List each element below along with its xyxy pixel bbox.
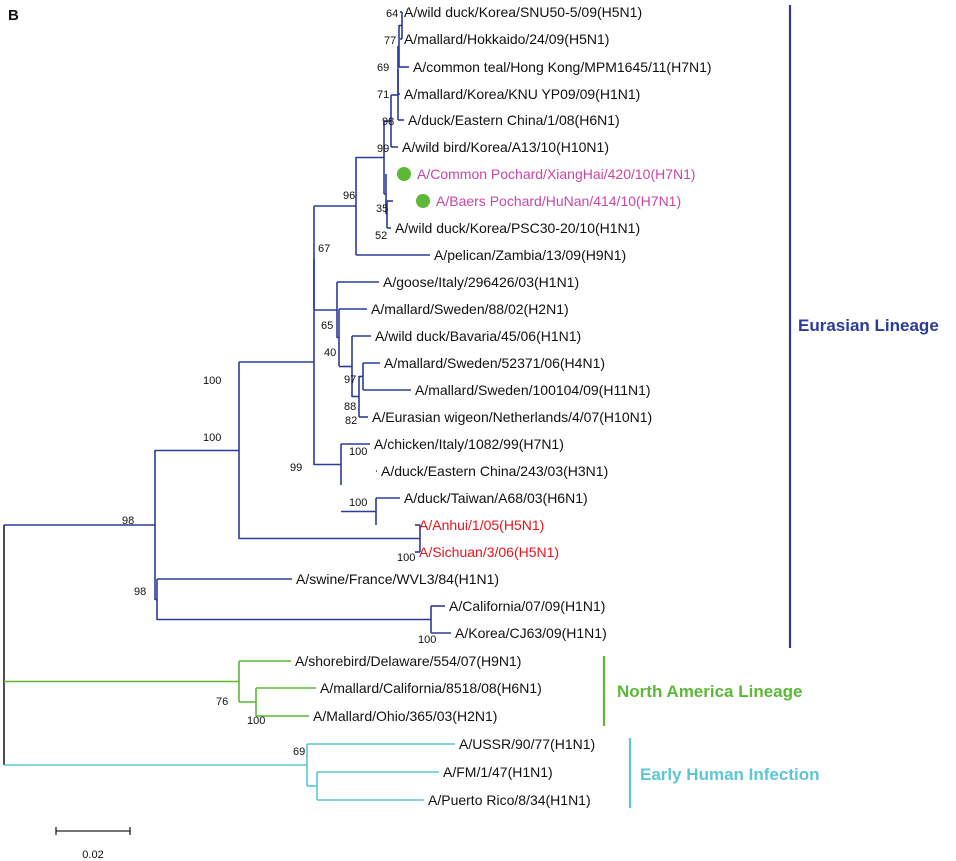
bootstrap-value: 64 [386,8,398,20]
bootstrap-value: 98 [134,586,146,598]
tree-markers [397,167,430,208]
taxon-label: A/wild duck/Korea/SNU50-5/09(H5N1) [404,4,642,20]
taxon-label: A/Puerto Rico/8/34(H1N1) [428,792,591,808]
scale-bar-label: 0.02 [82,849,103,861]
scale-bar: 0.02 [55,827,131,861]
bootstrap-value: 100 [247,715,265,727]
bootstrap-value: 82 [345,415,357,427]
taxon-label: A/duck/Taiwan/A68/03(H6N1) [404,490,588,506]
lineage-label: North America Lineage [617,682,802,701]
taxon-label: A/shorebird/Delaware/554/07(H9N1) [295,653,521,669]
taxon-label: A/duck/Eastern China/1/08(H6N1) [408,112,620,128]
taxon-label: A/goose/Italy/296426/03(H1N1) [383,274,579,290]
bootstrap-value: 40 [324,347,336,359]
taxon-label: A/mallard/Sweden/100104/09(H11N1) [415,382,651,398]
bootstrap-value: 100 [418,634,436,646]
bootstrap-value: 100 [397,552,415,564]
taxon-label: A/Korea/CJ63/09(H1N1) [455,625,607,641]
taxon-labels: A/wild duck/Korea/SNU50-5/09(H5N1) A/mall… [295,4,712,808]
bootstrap-labels: 64 77 69 71 98 99 35 52 96 67 65 40 97 88 82 100 100 99 10… [122,8,436,758]
panel-label: B [8,7,19,24]
bootstrap-value: 71 [377,89,389,101]
taxon-label: A/wild bird/Korea/A13/10(H10N1) [402,139,609,155]
bootstrap-value: 98 [122,515,134,527]
taxon-label: A/wild duck/Korea/PSC30-20/10(H1N1) [395,220,640,236]
scale-bar-line [55,827,131,835]
highlight-marker [416,194,430,208]
taxon-label: A/swine/France/WVL3/84(H1N1) [296,571,499,587]
taxon-label: A/chicken/Italy/1082/99(H7N1) [374,436,564,452]
bootstrap-value: 97 [344,374,356,386]
bootstrap-value: 52 [375,230,387,242]
bootstrap-value: 88 [344,401,356,413]
bootstrap-value: 100 [203,432,221,444]
highlight-marker [397,167,411,181]
taxon-label: A/pelican/Zambia/13/09(H9N1) [434,247,626,263]
bootstrap-value: 99 [290,462,302,474]
taxon-label: A/Sichuan/3/06(H5N1) [419,544,559,560]
taxon-label: A/FM/1/47(H1N1) [443,764,553,780]
bootstrap-value: 35 [376,203,388,215]
taxon-label: A/mallard/Sweden/88/02(H2N1) [371,301,569,317]
bootstrap-value: 65 [321,320,333,332]
tree-branches [3,11,455,801]
taxon-label: A/Common Pochard/XiangHai/420/10(H7N1) [417,166,696,182]
taxon-label: A/duck/Eastern China/243/03(H3N1) [381,463,608,479]
taxon-label: A/Anhui/1/05(H5N1) [419,517,544,533]
bootstrap-value: 77 [384,35,396,47]
taxon-label: A/Mallard/Ohio/365/03(H2N1) [313,708,497,724]
lineage-label: Eurasian Lineage [798,316,939,335]
taxon-label: A/mallard/California/8518/08(H6N1) [320,680,542,696]
bootstrap-value: 99 [377,143,389,155]
bootstrap-value: 98 [382,116,394,128]
bootstrap-value: 69 [377,62,389,74]
taxon-label: A/USSR/90/77(H1N1) [459,736,595,752]
bootstrap-value: 76 [216,696,228,708]
taxon-label: A/wild duck/Bavaria/45/06(H1N1) [375,328,581,344]
taxon-label: A/mallard/Korea/KNU YP09/09(H1N1) [404,86,640,102]
bootstrap-value: 100 [349,446,367,458]
bootstrap-value: 100 [203,375,221,387]
taxon-label: A/common teal/Hong Kong/MPM1645/11(H7N1) [413,59,712,75]
taxon-label: A/Eurasian wigeon/Netherlands/4/07(H10N1… [372,409,652,425]
taxon-label: A/mallard/Hokkaido/24/09(H5N1) [404,31,609,47]
bootstrap-value: 67 [318,243,330,255]
bootstrap-value: 96 [343,190,355,202]
lineage-label: Early Human Infection [640,765,819,784]
taxon-label: A/California/07/09(H1N1) [449,598,605,614]
bootstrap-value: 69 [293,746,305,758]
bootstrap-value: 100 [349,497,367,509]
taxon-label: A/Baers Pochard/HuNan/414/10(H7N1) [436,193,681,209]
taxon-label: A/mallard/Sweden/52371/06(H4N1) [384,355,605,371]
